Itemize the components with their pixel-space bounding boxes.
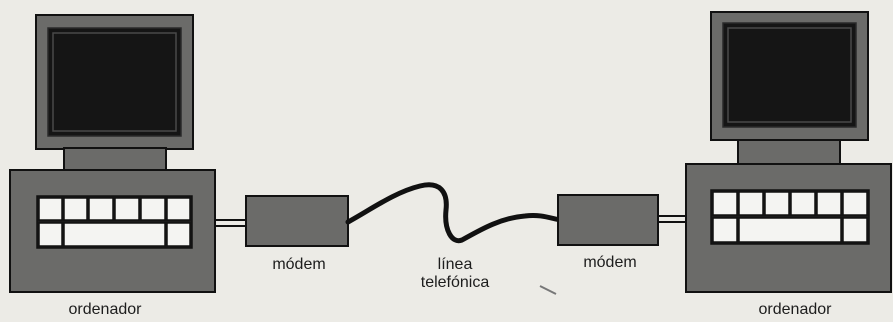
monitor-stand-right [737,139,841,165]
label-computer-right: ordenador [758,301,832,318]
monitor-right [710,11,869,141]
monitor-left [35,14,194,150]
screen-right [722,22,857,128]
phone-line [345,182,563,244]
keyboard-right [710,189,870,245]
screen-left [47,27,182,137]
label-phone-line-1: línea [437,256,473,273]
keyboard-unit-left [9,169,216,293]
computer-left [9,14,216,293]
label-phone-line: línea telefónica [395,256,515,292]
modem-right [557,194,659,246]
computer-right [685,11,892,293]
label-modem-left: módem [272,256,326,273]
keyboard-left [36,195,193,249]
cable-right [658,215,686,223]
modem-left [245,195,349,247]
cable-left [215,219,246,227]
monitor-stand-left [63,147,167,171]
label-modem-right: módem [583,254,637,271]
keyboard-unit-right [685,163,892,293]
label-computer-left: ordenador [68,301,142,318]
stray-mark [539,285,557,295]
label-phone-line-2: telefónica [420,274,490,291]
